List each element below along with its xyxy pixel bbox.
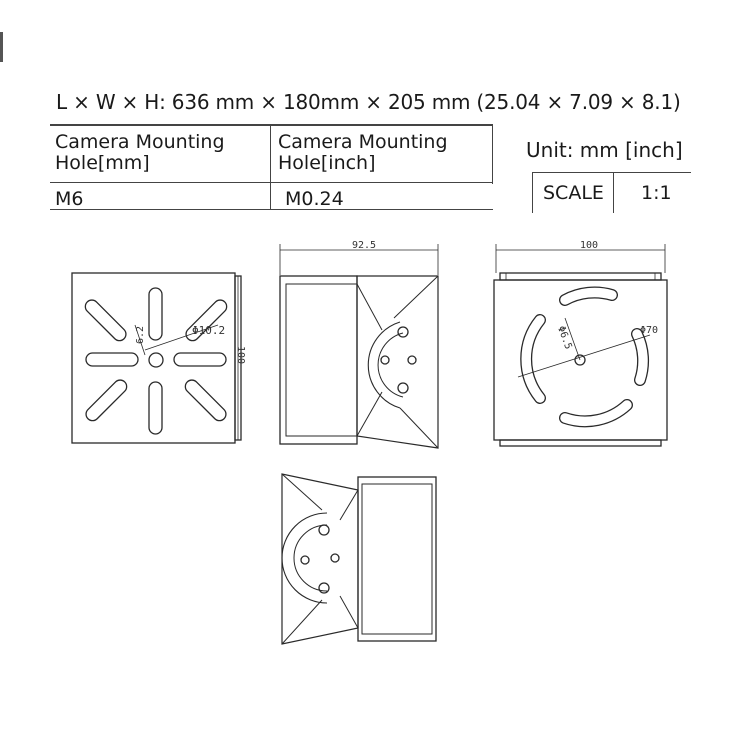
front-plate [71,272,236,444]
rear-small-dia-label: Φ6.5 [555,325,574,351]
side-arc-inner [377,332,404,398]
bottom-body [357,476,437,642]
table-header-mm-line2: Hole[mm] [55,152,150,174]
scale-box: SCALE 1:1 [532,172,691,213]
side-body [279,275,358,445]
side-bracket-outline [356,275,439,449]
rear-view: 100 Φ70 Φ6.5 [493,240,668,447]
side-hole-bottom [397,382,409,394]
front-view: Φ10.2 6.2 100 [71,272,246,444]
bottom-bracket-outline [281,473,359,645]
front-slot-top [148,287,163,341]
bottom-hole-left [300,555,310,565]
front-height-label: 100 [235,346,246,364]
front-slot-left [85,352,139,367]
front-center-hole [148,352,164,368]
rear-dia-leader [517,334,651,378]
bottom-arc-outer [281,512,328,604]
scale-label: SCALE [543,182,604,204]
table-cell-mm: M6 [55,188,84,210]
table-header-inch-line2: Hole[inch] [278,152,376,174]
rear-width-label: 100 [580,240,598,251]
table-row-divider [50,182,493,183]
table-bottom-edge [50,209,493,210]
edge-mark [0,32,3,62]
front-hole-dia-label: Φ10.2 [192,324,225,337]
front-slot-right [173,352,227,367]
rear-bottom-flange [499,439,662,447]
table-right-edge [492,126,493,184]
table-header-mm: Camera Mounting Hole[mm] [55,132,225,174]
front-slot-tr [185,299,228,342]
front-slot-br [184,379,227,422]
bottom-hole-top [318,524,330,536]
scale-value: 1:1 [641,182,672,204]
front-slot-tl [84,299,127,342]
front-slot-bl [85,379,128,422]
bottom-arc-inner [293,524,328,592]
scale-divider [613,173,614,213]
bottom-inner-body [361,483,433,635]
table-column-divider [270,126,271,210]
front-slot-width-label: 6.2 [135,326,146,344]
table-header-inch: Camera Mounting Hole[inch] [278,132,448,174]
side-hole-top [397,326,409,338]
side-inner-body [285,283,358,437]
rear-top-flange [499,272,662,281]
rear-center-hole [574,354,586,366]
rear-circle-dia-label: Φ70 [640,325,658,336]
side-width-label: 92.5 [352,240,376,251]
side-arc-outer [367,321,401,409]
table-cell-inch: M0.24 [285,188,344,210]
side-hole-right [407,355,417,365]
front-slot-bottom [148,381,163,435]
bottom-hole-right [330,553,340,563]
side-view: 92.5 [279,240,439,449]
side-hole-left [380,355,390,365]
overall-dimensions: L × W × H: 636 mm × 180mm × 205 mm (25.0… [56,90,681,114]
bottom-hole-bottom [318,582,330,594]
bottom-view [281,473,437,645]
table-header-inch-line1: Camera Mounting [278,131,448,153]
table-header-mm-line1: Camera Mounting [55,131,225,153]
mounting-hole-table: Camera Mounting Hole[mm] Camera Mounting… [50,124,493,210]
unit-label: Unit: mm [inch] [526,138,683,162]
